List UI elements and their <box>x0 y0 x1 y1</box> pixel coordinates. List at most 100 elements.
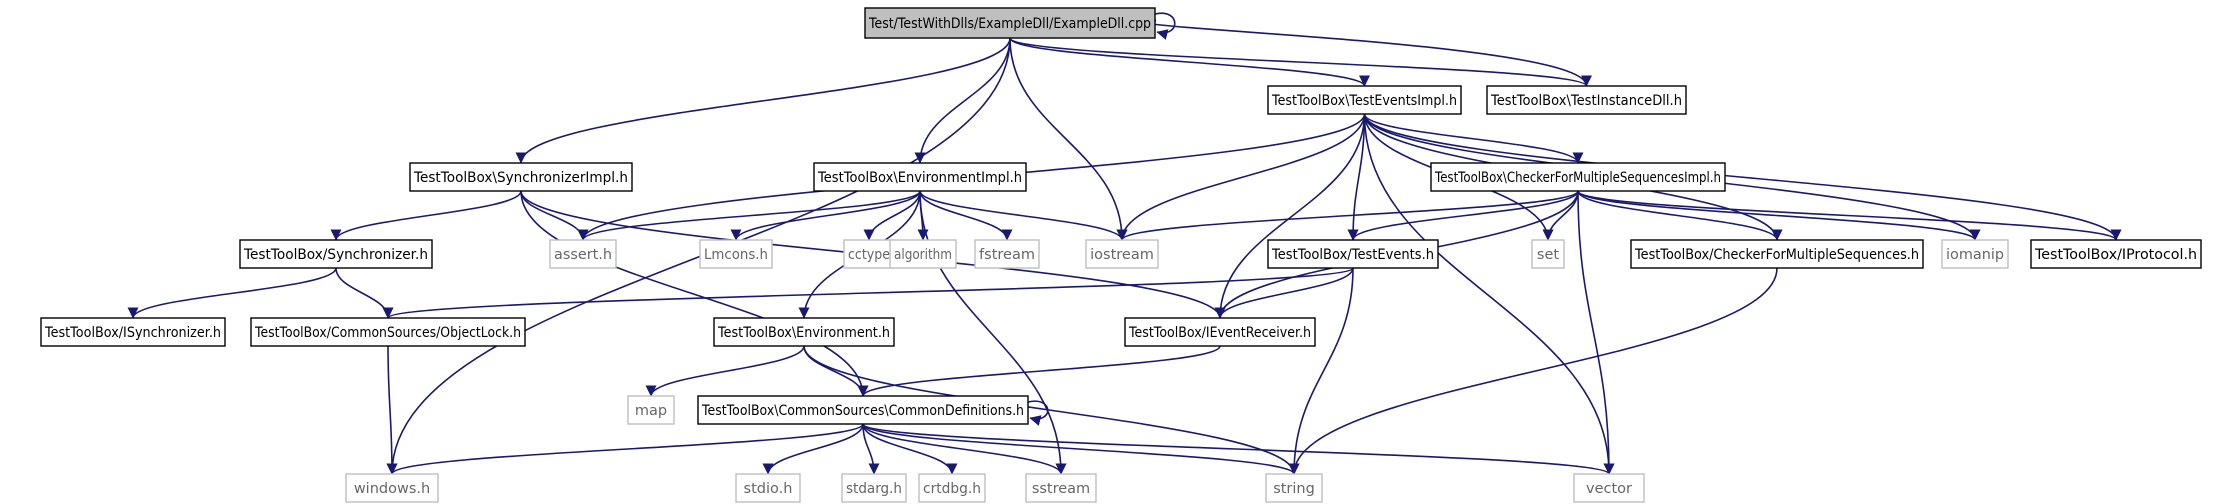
node-commondefinitions-h[interactable]: TestToolBox\CommonSources\CommonDefiniti… <box>697 395 1029 425</box>
dependency-edge <box>862 423 1067 475</box>
node-label: TestToolBox/Synchronizer.h <box>243 247 428 263</box>
dependency-edge <box>127 267 337 319</box>
node-iprotocol-h[interactable]: TestToolBox/IProtocol.h <box>2030 239 2202 269</box>
node-sstream: sstream <box>1025 473 1097 503</box>
node-label: Test/TestWithDlls/ExampleDll/ExampleDll.… <box>868 16 1151 32</box>
dependency-edge <box>914 37 1011 164</box>
node-checkerformultiplesequences-h[interactable]: TestToolBox/CheckerForMultipleSequences.… <box>1630 239 1924 269</box>
node-label: TestToolBox/TestEvents.h <box>1271 247 1434 263</box>
dependency-edge <box>1009 37 1128 241</box>
node-stdarg-h: stdarg.h <box>841 473 907 503</box>
dependency-edge <box>1116 113 1366 241</box>
node-label: iostream <box>1090 247 1154 263</box>
node-label: TestToolBox/IEventReceiver.h <box>1128 325 1311 341</box>
nodes-layer: Test/TestWithDlls/ExampleDll/ExampleDll.… <box>40 7 2202 503</box>
node-label: windows.h <box>354 481 430 497</box>
node-vector: vector <box>1573 473 1645 503</box>
node-label: map <box>635 403 667 419</box>
dependency-edge <box>645 345 805 397</box>
dependency-edge <box>762 423 864 475</box>
dependency-edge <box>862 423 880 475</box>
dependency-edge <box>862 423 1615 475</box>
dependency-edge <box>1363 113 1615 475</box>
node-string: string <box>1265 473 1323 503</box>
node-stdio-h: stdio.h <box>735 473 801 503</box>
node-assert-h: assert.h <box>549 239 617 269</box>
dependency-edge <box>1363 113 1584 164</box>
node-label: crtdbg.h <box>923 481 981 497</box>
dependency-edge <box>386 345 398 475</box>
dependency-edge <box>1116 190 1579 241</box>
node-set: set <box>1531 239 1565 269</box>
node-label: TestToolBox\CommonSources\CommonDefiniti… <box>701 403 1024 419</box>
node-map: map <box>627 395 675 425</box>
node-label: cctype <box>848 247 890 263</box>
dependency-edge <box>1027 400 1049 426</box>
node-synchronizerimpl-h[interactable]: TestToolBox\SynchronizerImpl.h <box>409 162 633 192</box>
node-label: TestToolBox\TestEventsImpl.h <box>1271 93 1457 109</box>
node-root-file: Test/TestWithDlls/ExampleDll/ExampleDll.… <box>864 7 1156 39</box>
dependency-edge <box>730 190 921 241</box>
dependency-edge <box>1363 113 2122 241</box>
node-lmcons-h: Lmcons.h <box>699 239 773 269</box>
dependency-edge <box>520 190 869 397</box>
node-testinstancedll-h[interactable]: TestToolBox\TestInstanceDll.h <box>1486 85 1687 115</box>
node-label: string <box>1273 481 1315 497</box>
dependency-edge <box>1577 190 1615 475</box>
node-fstream: fstream <box>974 239 1040 269</box>
node-label: TestToolBox/CheckerForMultipleSequences.… <box>1634 247 1919 263</box>
node-label: set <box>1537 247 1559 263</box>
node-label: TestToolBox\TestInstanceDll.h <box>1490 93 1682 109</box>
node-label: TestToolBox/ISynchronizer.h <box>44 325 221 341</box>
dependency-edge <box>862 423 958 475</box>
node-isynchronizer-h[interactable]: TestToolBox/ISynchronizer.h <box>40 317 226 347</box>
node-iostream: iostream <box>1085 239 1159 269</box>
dependency-edge <box>1577 190 1783 241</box>
node-synchronizer-h[interactable]: TestToolBox/Synchronizer.h <box>239 239 433 269</box>
node-environment-h[interactable]: TestToolBox\Environment.h <box>713 317 895 347</box>
dependency-edge <box>330 190 522 241</box>
dependency-edge <box>577 190 921 241</box>
node-ieventreceiver-h[interactable]: TestToolBox/IEventReceiver.h <box>1124 317 1316 347</box>
node-label: TestToolBox\CheckerForMultipleSequencesI… <box>1434 170 1721 186</box>
node-iomanip: iomanip <box>1941 239 2009 269</box>
dependency-edge <box>919 190 1067 475</box>
node-cctype: cctype <box>843 239 895 269</box>
node-algorithm: algorithm <box>889 239 957 269</box>
dependency-edge <box>919 190 1013 241</box>
dependency-edge <box>803 345 1300 475</box>
node-label: Lmcons.h <box>704 247 768 263</box>
node-label: TestToolBox/IProtocol.h <box>2034 247 2197 263</box>
dependency-edge <box>335 267 394 319</box>
dependency-edge <box>382 267 1354 319</box>
dependency-edge <box>919 190 1128 241</box>
node-windows-h: windows.h <box>345 473 439 503</box>
node-testeventsimpl-h[interactable]: TestToolBox\TestEventsImpl.h <box>1267 85 1462 115</box>
node-objectlock-h[interactable]: TestToolBox/CommonSources/ObjectLock.h <box>250 317 526 347</box>
dependency-edge <box>1288 267 1778 475</box>
dependency-edge <box>1214 267 1354 319</box>
dependency-edge <box>1009 37 1592 87</box>
node-label: stdarg.h <box>846 481 902 497</box>
node-label: vector <box>1586 481 1632 497</box>
node-testevents-h[interactable]: TestToolBox/TestEvents.h <box>1267 239 1439 269</box>
node-label: sstream <box>1032 481 1090 497</box>
dependency-edge <box>1577 190 1981 241</box>
node-label: fstream <box>979 247 1035 263</box>
node-label: algorithm <box>894 247 952 263</box>
dependency-edge <box>1144 19 1588 87</box>
dependency-edge <box>1214 113 1366 319</box>
node-checkerformultiplesequencesimpl-h[interactable]: TestToolBox\CheckerForMultipleSequencesI… <box>1430 162 1726 192</box>
node-crtdbg-h: crtdbg.h <box>918 473 986 503</box>
node-label: iomanip <box>1946 247 2004 263</box>
node-label: TestToolBox\EnvironmentImpl.h <box>817 170 1022 186</box>
node-label: assert.h <box>554 247 612 263</box>
dependency-edge <box>386 423 864 475</box>
dependency-edge <box>1009 37 1370 87</box>
dependency-edge <box>1154 12 1176 40</box>
node-environmentimpl-h[interactable]: TestToolBox\EnvironmentImpl.h <box>813 162 1027 192</box>
dependency-edge <box>862 423 1300 475</box>
node-label: stdio.h <box>744 481 793 497</box>
dependency-edge <box>1347 113 1366 241</box>
